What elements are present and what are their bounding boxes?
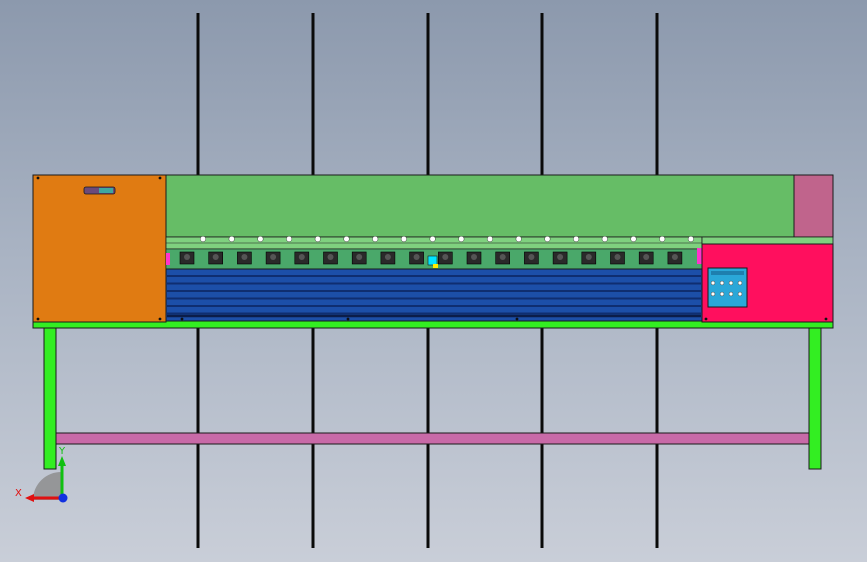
gantry-bolt xyxy=(400,235,407,242)
print-head-nozzle xyxy=(298,254,305,260)
print-head xyxy=(294,235,321,265)
y-axis-label: Y xyxy=(58,446,66,457)
gantry-bolt xyxy=(659,235,666,242)
print-head xyxy=(265,235,293,265)
gantry-bolt xyxy=(630,235,637,242)
print-head-nozzle xyxy=(614,254,621,260)
print-head xyxy=(466,235,494,265)
print-head-nozzle xyxy=(528,254,535,260)
gantry-bolt xyxy=(601,235,608,242)
print-head xyxy=(351,235,379,265)
print-head-nozzle xyxy=(499,254,506,260)
carriage-left-marker xyxy=(166,253,170,265)
rivet xyxy=(515,317,519,321)
rivet xyxy=(824,317,828,321)
print-head-nozzle xyxy=(241,254,248,260)
x-axis-arrow xyxy=(25,494,34,502)
gantry-bolt xyxy=(544,235,551,242)
print-head xyxy=(638,235,666,265)
panel-button xyxy=(710,280,716,286)
print-head-nozzle xyxy=(643,254,650,260)
print-head xyxy=(667,235,694,265)
carriage-right-marker xyxy=(697,248,702,264)
panel-button xyxy=(728,291,734,297)
gantry-bolt xyxy=(429,235,436,242)
print-head xyxy=(323,235,350,265)
gantry-bolt xyxy=(343,235,350,242)
print-head xyxy=(610,235,637,265)
x-axis-label: X xyxy=(15,488,22,499)
print-head-nozzle xyxy=(413,254,420,260)
rivet xyxy=(36,317,40,321)
left-cabinet-badge-accent xyxy=(99,188,113,193)
rivet xyxy=(36,176,40,180)
gantry-bolt xyxy=(487,235,494,242)
print-head-nozzle xyxy=(212,254,219,260)
panel-button xyxy=(737,291,743,297)
panel-button xyxy=(710,291,716,297)
control-panel-buttons xyxy=(710,271,744,297)
rivet xyxy=(180,317,184,321)
print-head xyxy=(552,235,580,265)
print-head xyxy=(581,235,608,265)
top-cover xyxy=(165,174,795,238)
rivet xyxy=(346,317,350,321)
left-leg xyxy=(43,325,57,470)
roller-bed xyxy=(165,268,703,322)
print-head-nozzle xyxy=(471,254,477,260)
roller-bed-lines xyxy=(167,275,701,318)
rivet xyxy=(158,317,162,321)
frame-rivets xyxy=(36,176,828,321)
print-head xyxy=(524,235,551,265)
gantry-rail-right xyxy=(701,236,834,245)
right-leg xyxy=(808,325,822,470)
print-head xyxy=(409,235,436,265)
gantry-bolt xyxy=(199,235,206,242)
panel-button xyxy=(719,291,725,297)
gantry-bolt xyxy=(372,235,379,242)
gantry-bolt xyxy=(687,235,694,242)
left-cabinet xyxy=(32,174,167,323)
z-axis-dot xyxy=(58,493,68,503)
yellow-sensor xyxy=(433,264,438,268)
gantry-bolt xyxy=(458,235,465,242)
print-head xyxy=(380,235,407,265)
lower-crossbar xyxy=(55,432,810,445)
print-head xyxy=(495,235,522,265)
panel-button xyxy=(719,280,725,286)
print-head-nozzle xyxy=(270,254,277,260)
gantry-bolt xyxy=(314,235,321,242)
print-head-nozzle xyxy=(384,254,391,260)
rivet xyxy=(704,317,708,321)
print-head xyxy=(208,235,235,265)
triad-plane xyxy=(32,471,62,500)
axis-triad: X Y xyxy=(15,446,68,503)
panel-display xyxy=(711,271,744,275)
print-head-nozzle xyxy=(184,254,190,260)
print-head-nozzle xyxy=(557,254,564,260)
print-head xyxy=(437,235,465,265)
rivet xyxy=(158,176,162,180)
print-head-nozzle xyxy=(585,254,592,260)
gantry-bolt xyxy=(286,235,293,242)
print-head-nozzle xyxy=(442,254,449,260)
gantry-bolt xyxy=(573,235,580,242)
print-head-nozzle xyxy=(671,254,678,260)
gantry-bolt xyxy=(257,235,264,242)
panel-button xyxy=(737,280,743,286)
panel-button xyxy=(728,280,734,286)
print-head-nozzle xyxy=(327,254,334,260)
print-head xyxy=(179,235,206,265)
y-axis-arrow xyxy=(58,456,66,466)
print-heads xyxy=(179,235,694,265)
print-head xyxy=(237,235,264,265)
gantry-bolt xyxy=(515,235,522,242)
print-head-nozzle xyxy=(356,254,363,260)
cyan-sensor xyxy=(427,255,438,266)
gantry-bolt xyxy=(228,235,235,242)
right-end-cap xyxy=(793,174,834,238)
